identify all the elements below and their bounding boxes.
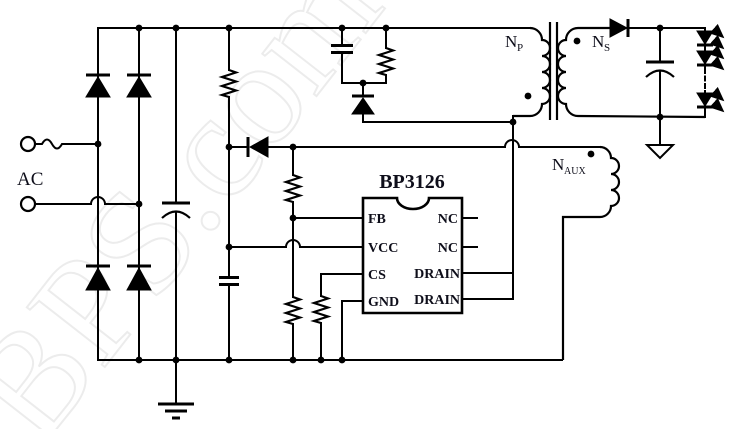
pin-label-nc1: NC [438, 212, 458, 227]
fb-lower-resistor [282, 295, 304, 326]
gnd-pin-wire [341, 300, 364, 361]
primary-winding [513, 26, 552, 118]
led-2 [696, 50, 714, 65]
bridge-diode-top-right [126, 76, 152, 98]
pin-label-cs: CS [368, 268, 386, 283]
bridge-diode-bottom-right [126, 266, 152, 291]
primary-label: N [505, 32, 517, 51]
aux-winding [561, 145, 621, 360]
aux-polarity-dot [587, 150, 595, 158]
aux-to-vcc-wire [292, 139, 601, 148]
pin-label-nc2: NC [438, 241, 458, 256]
secondary-polarity-dot [573, 37, 581, 45]
main-ground [158, 359, 194, 420]
startup-resistor [218, 68, 240, 99]
cs-pin-wire [320, 273, 364, 297]
ic-body [361, 196, 464, 315]
watermark-text: BPS.com [0, 0, 413, 429]
ic-title: BP3126 [379, 171, 445, 193]
aux-label-sub: AUX [564, 166, 586, 177]
fb-upper-resistor [282, 173, 304, 204]
pin-label-gnd: GND [368, 295, 399, 310]
primary-polarity-dot [524, 92, 532, 100]
bridge-diode-bottom-left [85, 266, 111, 291]
led-3 [696, 92, 714, 107]
clamp-resistor [375, 46, 397, 77]
led-emission-arrows [709, 23, 725, 113]
fb-divider [282, 146, 304, 361]
fuse [34, 138, 99, 150]
filter-capacitor [161, 27, 191, 361]
clamp-to-drain-wire [362, 113, 514, 123]
output-ground [644, 116, 676, 160]
primary-label-sub: P [517, 42, 523, 54]
ac-terminal-bottom [19, 195, 37, 213]
led-string [696, 23, 725, 118]
cs-resistor [310, 294, 332, 325]
bridge-rectifier [85, 73, 152, 291]
pin-label-drain1: DRAIN [414, 267, 460, 282]
aux-label: N [552, 155, 564, 174]
vcc-diode [228, 136, 294, 158]
rcd-clamp [331, 27, 514, 123]
secondary-label: N [592, 32, 604, 51]
output-capacitor [645, 27, 675, 118]
led-1 [696, 30, 714, 45]
pin-label-drain2: DRAIN [414, 293, 460, 308]
pin-label-vcc: VCC [368, 241, 398, 256]
clamp-diode [351, 97, 375, 115]
ic-bp3126: BP3126 FB VCC CS GND NC NC DRAIN DRAIN [228, 115, 514, 361]
secondary-winding [556, 26, 706, 119]
pin-label-fb: FB [368, 212, 386, 227]
ac-terminal-top [19, 135, 37, 153]
bridge-diode-top-left [85, 76, 111, 98]
output-rectifier [609, 18, 706, 38]
junction-dots [94, 24, 664, 364]
output-diode [609, 18, 629, 38]
ground-triangle [644, 144, 676, 160]
ac-label: AC [17, 169, 43, 190]
transformer: N P N S N AUX [505, 22, 706, 360]
vcc-pin-wire [228, 239, 364, 248]
secondary-label-sub: S [604, 42, 610, 54]
